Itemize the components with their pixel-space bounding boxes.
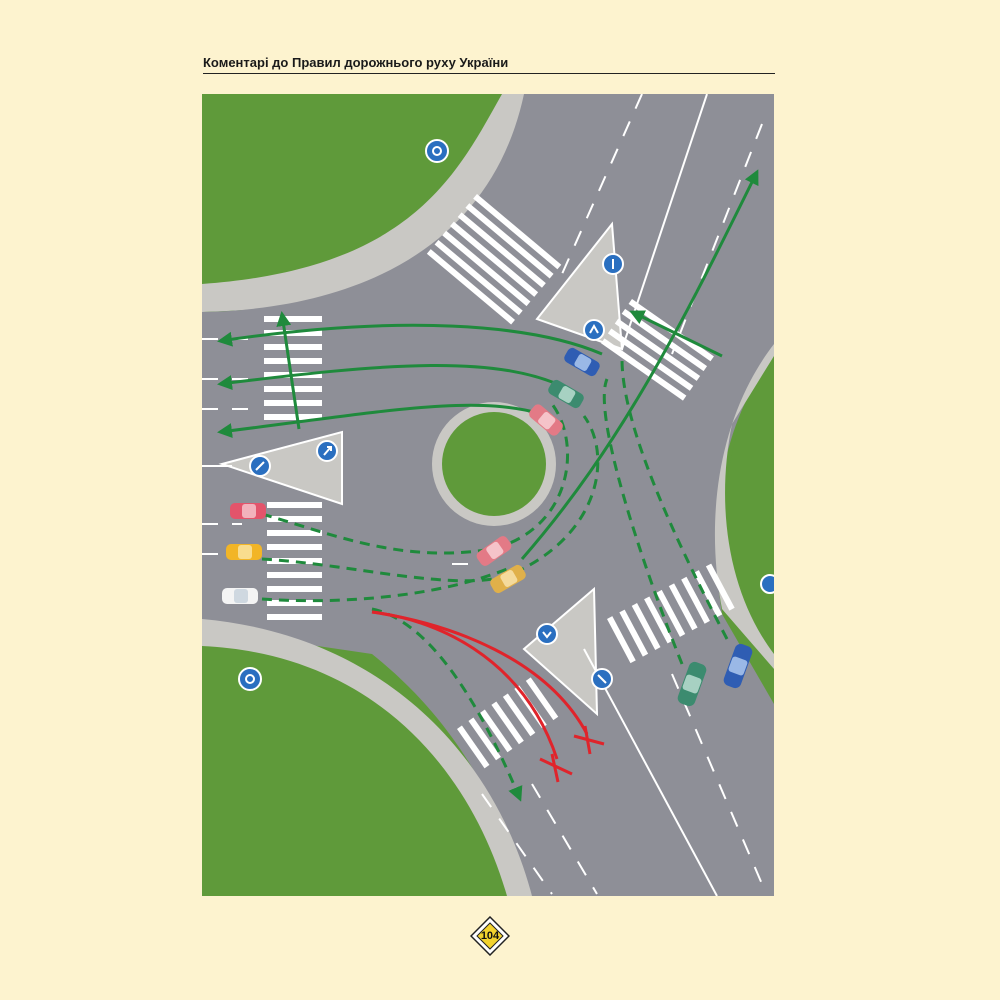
path-enter-right-1: [602, 378, 684, 665]
crosswalk-bottom: [457, 677, 559, 769]
page-number-badge: [470, 916, 510, 956]
car-blue-right: [723, 643, 753, 689]
arrow-sign-icon: [249, 455, 271, 477]
car-yellow-left: [226, 544, 262, 560]
lane-markings: [202, 94, 763, 896]
page-number: 104: [480, 930, 500, 942]
arrow-sign-icon: [602, 253, 624, 275]
cross-mark-icon: [539, 725, 605, 783]
crosswalks: [264, 194, 735, 769]
path-pedestrian-right: [629, 310, 723, 358]
path-straight-up: [520, 169, 759, 560]
car-green-right: [677, 661, 707, 707]
arrow-sign-icon: [591, 668, 613, 690]
header-title: Коментарі до Правил дорожнього руху Укра…: [203, 55, 509, 70]
car-pink-center: [476, 536, 512, 566]
path-enter-right-2: [620, 358, 729, 640]
arrow-sign-icon: [536, 623, 558, 645]
vehicles: [222, 347, 753, 707]
arrow-sign-icon: [583, 319, 605, 341]
car-white-left: [222, 588, 258, 604]
path-exit-left-1: [217, 323, 603, 356]
road-signs: [238, 139, 774, 691]
header-rule: [203, 73, 775, 74]
crosswalk-top: [426, 194, 562, 325]
roundabout-sign-icon: [238, 667, 262, 691]
path-left-circle-3: [261, 567, 508, 603]
path-exit-left-3: [217, 403, 543, 438]
path-exit-left-2: [217, 364, 575, 394]
car-red-left: [230, 503, 266, 519]
car-pink-top: [529, 404, 563, 436]
forbidden-paths: [371, 610, 605, 783]
central-island: [432, 402, 556, 526]
car-blue-top: [564, 347, 600, 377]
path-pedestrian-left: [276, 311, 301, 430]
splitter-islands: [218, 221, 624, 717]
crosswalk-left-lower: [267, 502, 322, 620]
path-left-circle-2: [261, 415, 600, 583]
roundabout-sign-icon: [425, 139, 449, 163]
car-gold-center: [490, 564, 526, 594]
roundabout-sign-icon: [760, 574, 774, 594]
car-green-top: [548, 379, 584, 409]
arrow-sign-icon: [316, 440, 338, 462]
crosswalk-bottom-right: [607, 563, 735, 664]
roundabout-illustration: [202, 94, 774, 896]
